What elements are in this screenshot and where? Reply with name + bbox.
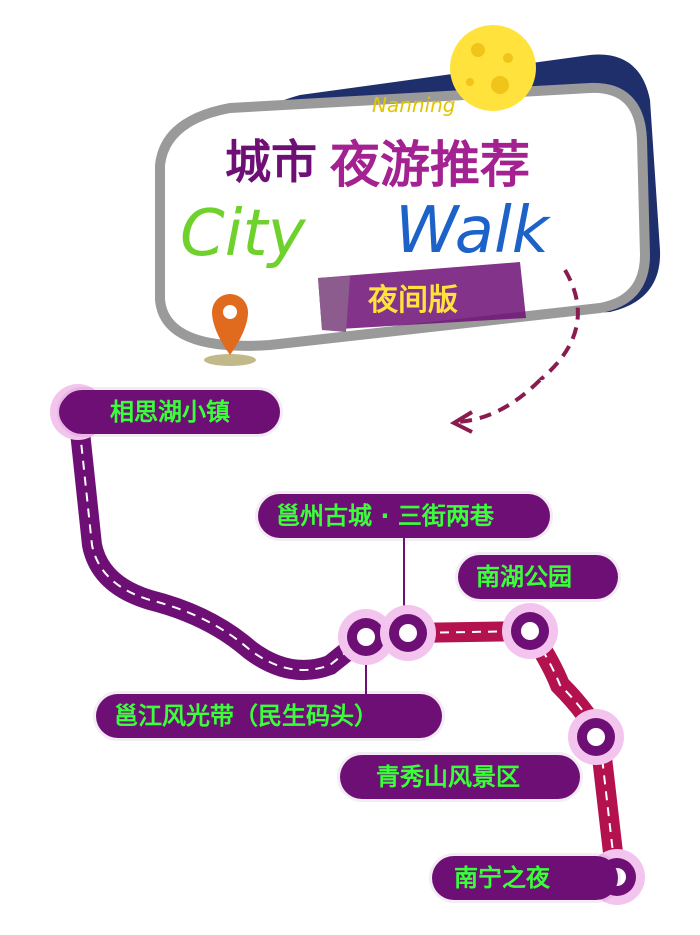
dashed-arrow-icon xyxy=(538,268,580,380)
station-dot xyxy=(568,709,624,765)
station-label-text: 邕州古城 · 三街两巷 xyxy=(276,502,494,530)
station-label-text: 青秀山风景区 xyxy=(376,763,520,791)
ribbon-label: 夜间版 xyxy=(367,283,458,318)
station-label-text: 邕江风光带（民生码头） xyxy=(114,702,378,730)
banner-white-card xyxy=(155,82,651,351)
station-label-qingxiushan[interactable]: 青秀山风景区 xyxy=(340,755,580,799)
dashed-arrow-tail xyxy=(455,378,542,424)
location-pin-icon xyxy=(204,294,256,366)
station-label-text: 相思湖小镇 xyxy=(110,398,230,426)
arrow-head-icon xyxy=(449,410,474,434)
station-dot xyxy=(502,603,558,659)
route-segment-purple-dash xyxy=(77,412,366,671)
station-label-text: 南宁之夜 xyxy=(454,864,550,892)
moon-icon xyxy=(450,25,536,111)
route-segment-purple xyxy=(68,403,375,680)
station-label-nanning-night[interactable]: 南宁之夜 xyxy=(432,856,618,900)
station-label-nanhu-park[interactable]: 南湖公园 xyxy=(458,555,618,599)
station-label-yongjiang-riverfront[interactable]: 邕江风光带（民生码头） xyxy=(96,694,442,738)
ribbon-end xyxy=(318,276,350,332)
title-city-script: City xyxy=(180,197,307,271)
station-label-text: 南湖公园 xyxy=(476,563,572,591)
ribbon-shape xyxy=(318,262,526,330)
title-script-nanning: Nanning xyxy=(372,93,456,117)
title-banner: 城市 夜游推荐 Nanning City Walk 夜间版 xyxy=(155,25,661,380)
title-walk-script: Walk xyxy=(395,194,552,268)
station-dot xyxy=(380,605,436,661)
station-dot xyxy=(338,609,394,665)
station-label-xiangsihu[interactable]: 相思湖小镇 xyxy=(60,390,280,434)
title-nightlife-text: 夜游推荐 xyxy=(329,136,530,194)
title-city-text: 城市 xyxy=(225,135,317,189)
station-label-yongzhou-old-town[interactable]: 邕州古城 · 三街两巷 xyxy=(258,494,550,538)
